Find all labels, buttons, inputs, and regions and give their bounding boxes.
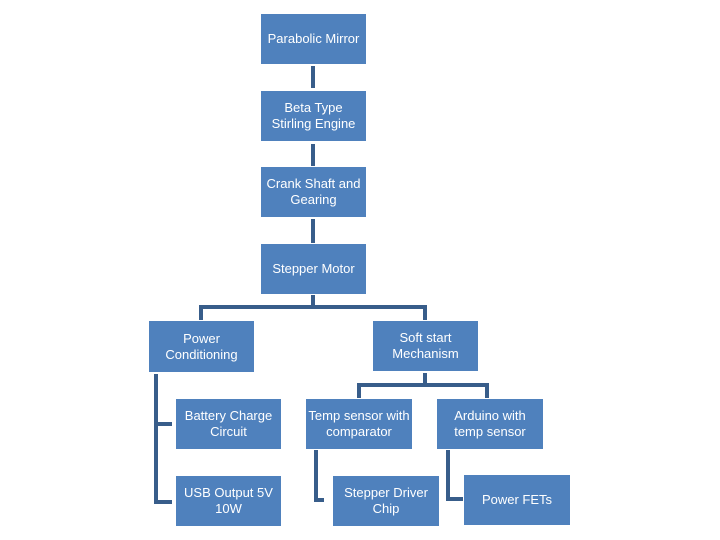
connector-arduino-to-fets [446, 448, 464, 501]
node-crank-shaft: Crank Shaft and Gearing [260, 166, 367, 218]
connector-power-to-children [154, 374, 172, 504]
node-usb-output-label: USB Output 5V 10W [184, 485, 273, 516]
node-temp-sensor: Temp sensor with comparator [305, 398, 413, 450]
node-usb-output: USB Output 5V 10W [175, 475, 282, 527]
node-stirling-engine: Beta Type Stirling Engine [260, 90, 367, 142]
node-temp-sensor-label: Temp sensor with comparator [308, 408, 410, 439]
node-parabolic-mirror-label: Parabolic Mirror [267, 31, 360, 46]
node-battery-charge: Battery Charge Circuit [175, 398, 282, 450]
node-soft-start-label: Soft start Mechanism [392, 330, 459, 361]
node-arduino-label: Arduino with temp sensor [454, 408, 526, 439]
connector-tempsensor-to-driver [314, 448, 324, 502]
node-stepper-motor-label: Stepper Motor [272, 261, 355, 276]
connector-motor-to-branches [199, 295, 427, 322]
node-crank-shaft-label: Crank Shaft and Gearing [266, 176, 361, 207]
node-power-conditioning-label: Power Conditioning [165, 330, 238, 362]
node-soft-start: Soft start Mechanism [372, 320, 479, 372]
node-arduino: Arduino with temp sensor [436, 398, 544, 450]
node-stirling-engine-label: Beta Type Stirling Engine [271, 100, 356, 131]
connector-softstart-to-children [357, 373, 489, 403]
node-power-fets-label: Power FETs [481, 492, 553, 507]
node-stepper-driver-label: Stepper Driver Chip [344, 485, 428, 516]
node-stepper-driver: Stepper Driver Chip [332, 475, 440, 527]
node-battery-charge-label: Battery Charge Circuit [184, 408, 273, 439]
node-parabolic-mirror: Parabolic Mirror [260, 13, 367, 65]
node-power-fets: Power FETs [463, 474, 571, 526]
node-power-conditioning: Power Conditioning [148, 320, 255, 373]
node-stepper-motor: Stepper Motor [260, 243, 367, 295]
